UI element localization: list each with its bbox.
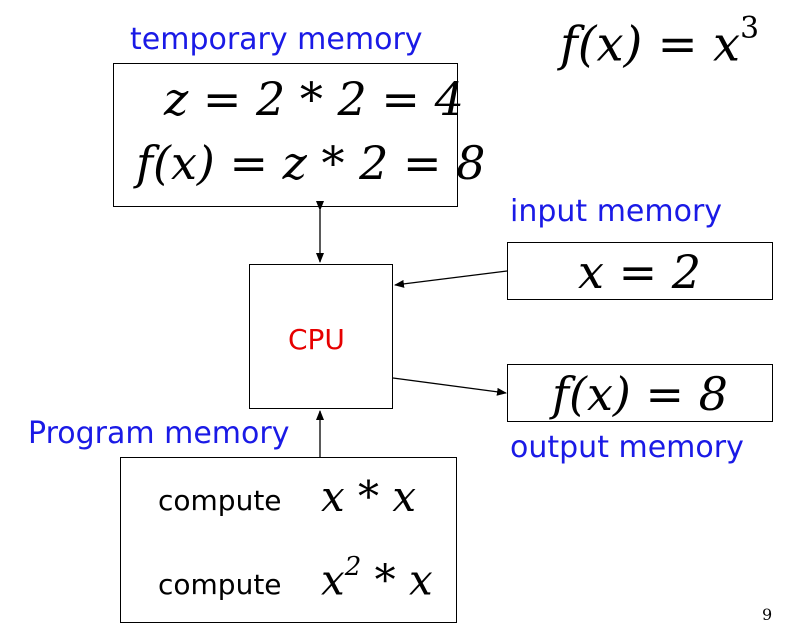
output-memory-label: output memory: [510, 430, 744, 465]
program-row-2-keyword: compute: [158, 568, 282, 601]
header-formula: f(x) = x3: [560, 11, 760, 69]
temporary-memory-box: z = 2 * 2 = 4 f(x) = z * 2 = 8: [113, 63, 485, 207]
cpu-box: CPU: [249, 264, 393, 409]
temporary-line-1: z = 2 * 2 = 4: [164, 72, 464, 126]
header-formula-lhs: f(x) = x: [560, 16, 741, 73]
program-row-1-expression: x * x: [321, 472, 417, 521]
input-formula: x = 2: [578, 245, 701, 299]
page-number: 9: [762, 605, 773, 624]
cpu-label: CPU: [288, 323, 345, 356]
temporary-memory-label: temporary memory: [130, 22, 423, 57]
input-memory-box: x = 2: [507, 242, 773, 300]
output-formula: f(x) = 8: [552, 367, 728, 421]
temporary-line-2: f(x) = z * 2 = 8: [136, 136, 486, 190]
program-row-2-base: x: [321, 555, 345, 605]
program-row-2-expression: x2 * x: [321, 554, 433, 602]
arrow-input-cpu: [394, 270, 508, 288]
program-memory-label: Program memory: [28, 416, 290, 451]
program-row-2-rest: * x: [361, 555, 433, 605]
program-row-1-keyword: compute: [158, 484, 282, 517]
program-memory-box: compute x * x compute x2 * x: [120, 457, 457, 623]
arrow-cpu-output: [392, 377, 507, 396]
header-formula-exponent: 3: [740, 11, 760, 46]
output-memory-box: f(x) = 8: [507, 364, 773, 422]
input-memory-label: input memory: [510, 194, 723, 229]
program-row-2-exponent: 2: [344, 552, 362, 582]
